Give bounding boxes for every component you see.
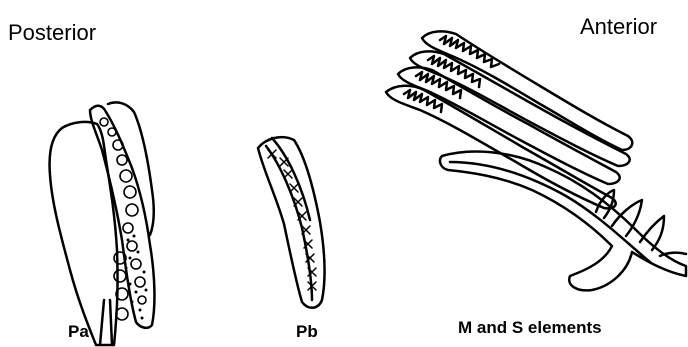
m-and-s-elements (386, 31, 686, 290)
label-posterior: Posterior (8, 20, 96, 46)
ms-blade-4 (386, 86, 616, 209)
ms-base (440, 152, 686, 291)
label-pa: Pa (68, 322, 89, 342)
pb-element (258, 137, 324, 308)
pa-blade-outline (50, 122, 118, 345)
pa-denticle-ridge (90, 106, 154, 328)
label-pb: Pb (296, 322, 318, 342)
label-m-and-s: M and S elements (458, 318, 602, 338)
pb-outline (258, 137, 324, 308)
pa-element (50, 102, 155, 345)
label-anterior: Anterior (580, 14, 657, 40)
